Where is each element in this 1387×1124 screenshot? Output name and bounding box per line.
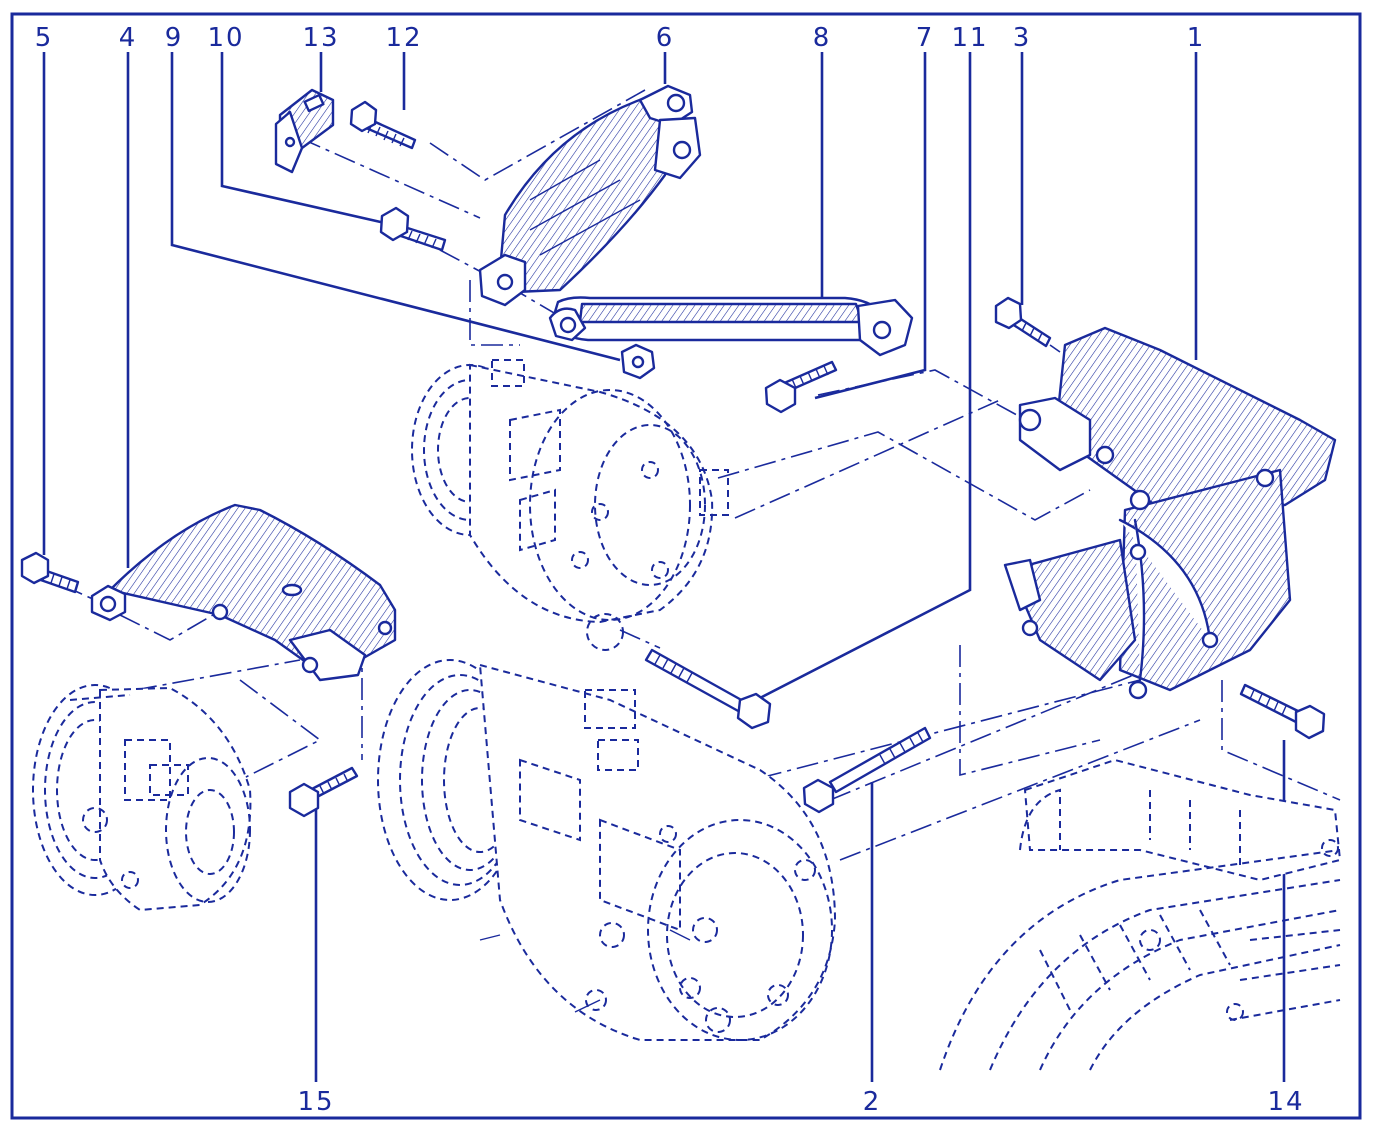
part-1-main-bracket <box>1003 326 1337 700</box>
leader-10 <box>220 52 386 225</box>
callout-12: 12 <box>385 23 422 53</box>
part-7-bolt <box>764 360 838 414</box>
diagram-frame <box>10 12 1362 1120</box>
part-10-bolt <box>379 206 447 252</box>
alternator-phantom <box>411 359 729 651</box>
callout-8: 8 <box>813 23 832 53</box>
ac-compressor-phantom <box>377 659 837 1041</box>
part-9-nut <box>620 343 656 380</box>
part-2-bolt <box>802 726 932 814</box>
callout-6: 6 <box>656 23 675 53</box>
part-11-bolt <box>644 648 772 730</box>
callout-10: 10 <box>207 23 244 53</box>
engine-block-phantom <box>939 758 1342 1071</box>
callout-4: 4 <box>119 23 138 53</box>
part-8-link <box>548 296 914 357</box>
part-12-bolt <box>349 100 417 150</box>
pump-phantom <box>32 684 252 912</box>
callout-14: 14 <box>1267 1087 1304 1117</box>
part-3-bolt <box>994 296 1052 348</box>
callout-2: 2 <box>863 1087 882 1117</box>
leader-11 <box>759 52 972 700</box>
callout-3: 3 <box>1013 23 1032 53</box>
part-14-bolt <box>1239 683 1326 740</box>
part-5-bolt <box>20 551 80 594</box>
callout-1: 1 <box>1187 23 1206 53</box>
callout-9: 9 <box>165 23 184 53</box>
callout-7: 7 <box>916 23 935 53</box>
callout-5: 5 <box>35 23 54 53</box>
part-4-bracket <box>90 503 397 682</box>
callout-11: 11 <box>951 23 988 53</box>
part-13-clip <box>274 88 335 174</box>
callout-labels: 5 4 9 10 13 12 6 8 7 11 3 1 15 2 14 <box>35 23 1304 1117</box>
leader-lines <box>42 52 1286 1082</box>
callout-15: 15 <box>297 1087 334 1117</box>
part-15-bolt <box>288 766 359 818</box>
leader-7 <box>814 52 927 400</box>
callout-13: 13 <box>302 23 339 53</box>
part-6-bracket <box>478 84 702 307</box>
